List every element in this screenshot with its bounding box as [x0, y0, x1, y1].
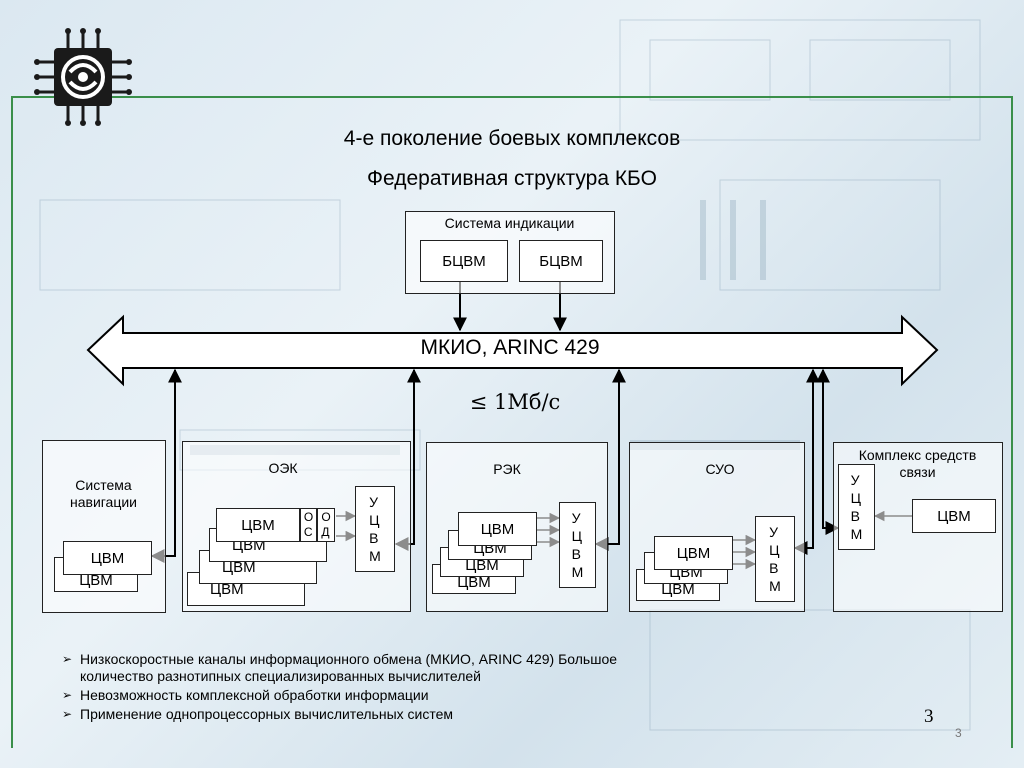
- suo-cvm-1: ЦВМ: [654, 536, 733, 570]
- oek-cvm-1: ЦВМ: [216, 508, 300, 542]
- oek-ucvm: У Ц В М: [355, 486, 395, 572]
- slide-subtitle: Федеративная структура КБО: [367, 167, 657, 190]
- chip-logo-icon: [34, 28, 132, 126]
- comms-ucvm: У Ц В М: [838, 464, 875, 550]
- oek-os-block: О С: [300, 508, 317, 542]
- oek-od-block: О Д: [317, 508, 335, 542]
- rek-ucvm: У Ц В М: [559, 502, 596, 588]
- suo-label: СУО: [705, 461, 735, 477]
- rek-label: РЭК: [493, 461, 521, 477]
- navigation-cvm-front: ЦВМ: [63, 541, 152, 575]
- slide-frame: [11, 96, 1013, 748]
- navigation-label: Система навигации: [69, 477, 138, 510]
- slide-title: 4-е поколение боевых комплексов: [343, 127, 681, 150]
- oek-label: ОЭК: [268, 460, 298, 476]
- bullet-list: Низкоскоростные каналы информационного о…: [62, 651, 642, 725]
- indication-bcvm-2: БЦВМ: [519, 240, 603, 282]
- comms-label: Комплекс средств связи: [858, 447, 977, 480]
- page-number: 3: [924, 706, 934, 727]
- indication-system-label: Система индикации: [444, 215, 575, 231]
- bus-label: МКИО, ARINC 429: [420, 336, 600, 359]
- slide-number: 3: [955, 726, 962, 740]
- bullet-item: Невозможность комплексной обработки инфо…: [62, 687, 642, 704]
- rek-cvm-1: ЦВМ: [458, 512, 537, 546]
- bus-speed: ≤ 1Мб/с: [469, 390, 561, 414]
- bullet-item: Применение однопроцессорных вычислительн…: [62, 706, 642, 723]
- comms-cvm: ЦВМ: [912, 499, 996, 533]
- indication-bcvm-1: БЦВМ: [420, 240, 508, 282]
- bullet-item: Низкоскоростные каналы информационного о…: [62, 651, 642, 685]
- suo-ucvm: У Ц В М: [755, 516, 795, 602]
- bus-arrow: [86, 314, 939, 387]
